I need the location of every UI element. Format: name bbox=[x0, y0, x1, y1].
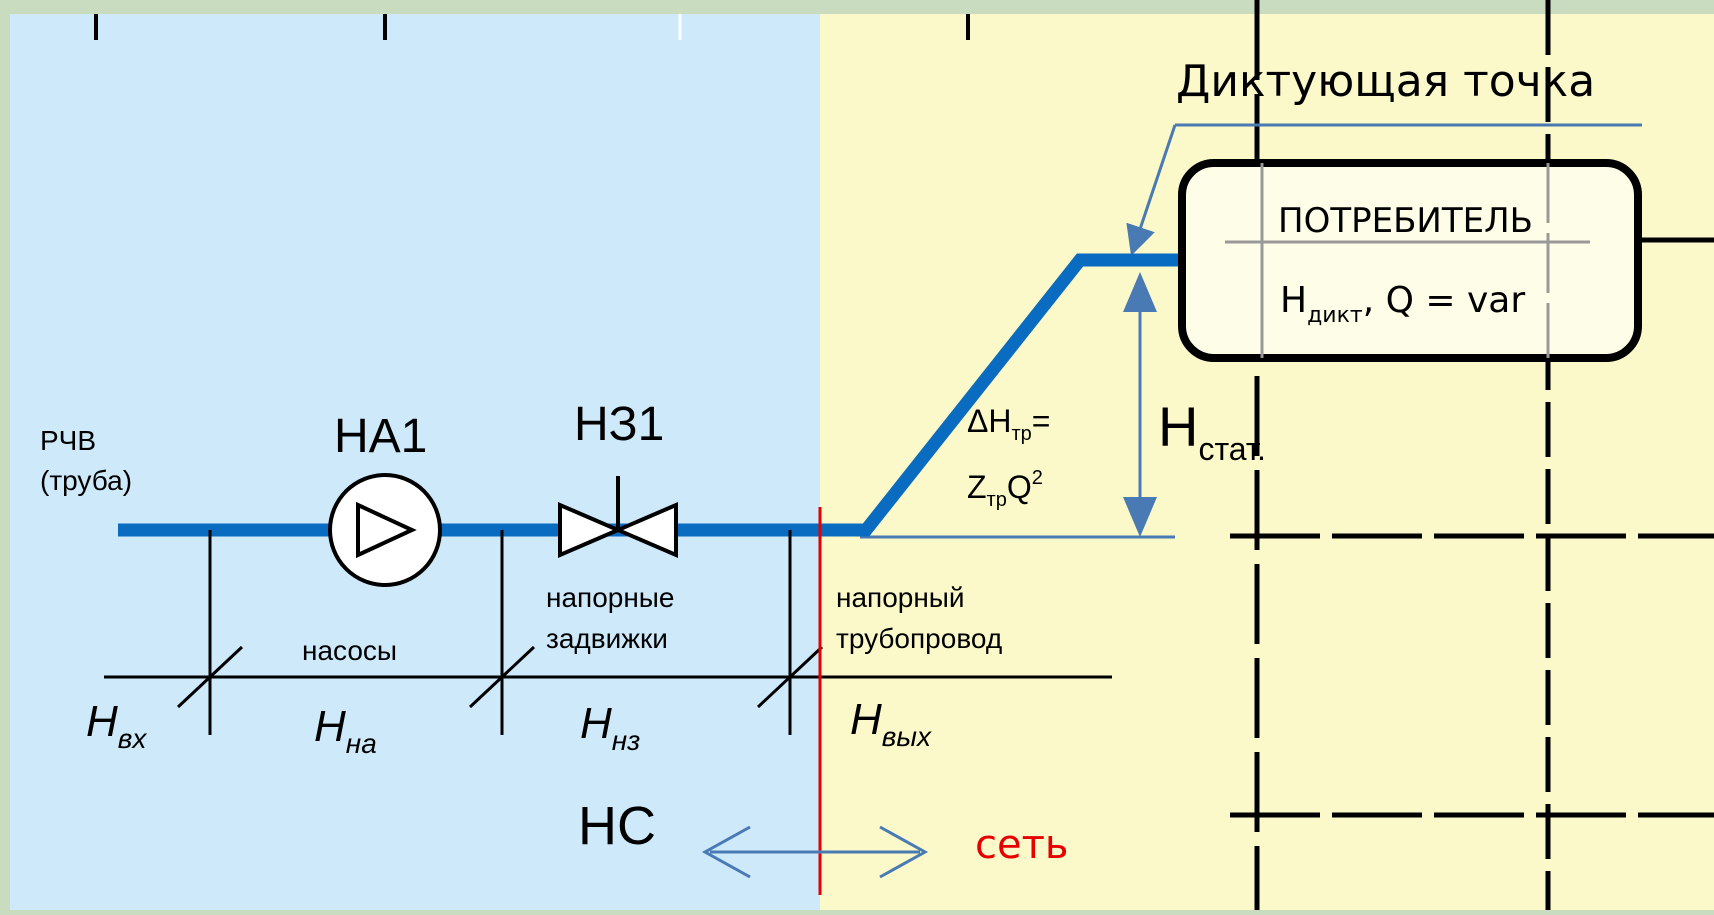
station-zone-background bbox=[10, 14, 820, 910]
pump-symbol bbox=[328, 473, 442, 587]
dictating-point-label: Диктующая точка bbox=[1176, 56, 1595, 107]
head-ticks bbox=[176, 530, 824, 735]
source-sublabel: (труба) bbox=[40, 465, 132, 496]
zone-arrow-right-head bbox=[879, 825, 929, 879]
pump-caption: насосы bbox=[302, 635, 397, 666]
head-out-label: Hвых bbox=[850, 695, 932, 752]
valve-label: НЗ1 bbox=[574, 398, 664, 451]
head-in-sub: вх bbox=[118, 723, 148, 754]
friction-loss-line1: ΔHтр= bbox=[967, 403, 1050, 445]
zone-arrow-left-head bbox=[701, 825, 751, 879]
consumer-h-sub: дикт bbox=[1307, 303, 1363, 328]
static-head-arrow-up bbox=[1123, 272, 1157, 312]
friction-z: Z bbox=[967, 469, 987, 505]
pipeline-caption-line1: напорный bbox=[836, 582, 965, 613]
friction-delta: ΔH bbox=[967, 403, 1011, 439]
source-label: РЧВ bbox=[40, 425, 96, 456]
valve-symbol bbox=[558, 476, 678, 559]
consumer-title: ПОТРЕБИТЕЛЬ bbox=[1278, 201, 1533, 241]
static-head-label: Hстат. bbox=[1158, 395, 1266, 467]
head-pump-sub: на bbox=[346, 728, 377, 759]
friction-q-sup: 2 bbox=[1032, 467, 1043, 489]
main-pipeline bbox=[118, 253, 1180, 537]
network-zone-background bbox=[820, 14, 1714, 910]
valve-caption-line2: задвижки bbox=[546, 623, 668, 654]
friction-z-sub: тр bbox=[987, 489, 1007, 511]
head-pump-h: H bbox=[314, 702, 346, 751]
static-head-arrow-down bbox=[1123, 497, 1157, 537]
friction-q: Q bbox=[1007, 469, 1032, 505]
friction-delta-sub: тр bbox=[1011, 423, 1031, 445]
friction-loss-line2: ZтрQ2 bbox=[967, 467, 1043, 511]
head-out-h: H bbox=[850, 695, 882, 744]
network-zone-label: сеть bbox=[975, 822, 1068, 868]
head-valve-label: Hнз bbox=[580, 699, 640, 756]
dictating-point-arrow bbox=[1126, 124, 1177, 256]
head-in-h: H bbox=[86, 697, 118, 746]
consumer-box bbox=[1178, 159, 1642, 362]
station-zone-label: НС bbox=[578, 796, 656, 856]
head-valve-h: H bbox=[580, 699, 612, 748]
consumer-h: H bbox=[1280, 280, 1307, 321]
top-ticks bbox=[94, 14, 970, 40]
head-valve-sub: нз bbox=[612, 725, 640, 756]
pump-label: НА1 bbox=[334, 410, 427, 463]
consumer-head-formula: Hдикт, Q = var bbox=[1280, 280, 1525, 328]
consumer-q: , Q = var bbox=[1363, 280, 1526, 321]
head-pump-label: Hна bbox=[314, 702, 377, 759]
valve-caption-line1: напорные bbox=[546, 582, 675, 613]
friction-eq: = bbox=[1032, 403, 1051, 439]
static-head-h: H bbox=[1158, 395, 1198, 458]
head-out-sub: вых bbox=[882, 721, 932, 752]
static-head-sub: стат. bbox=[1198, 431, 1265, 467]
head-in-label: Hвх bbox=[86, 697, 147, 754]
pipeline-caption-line2: трубопровод bbox=[836, 623, 1002, 654]
